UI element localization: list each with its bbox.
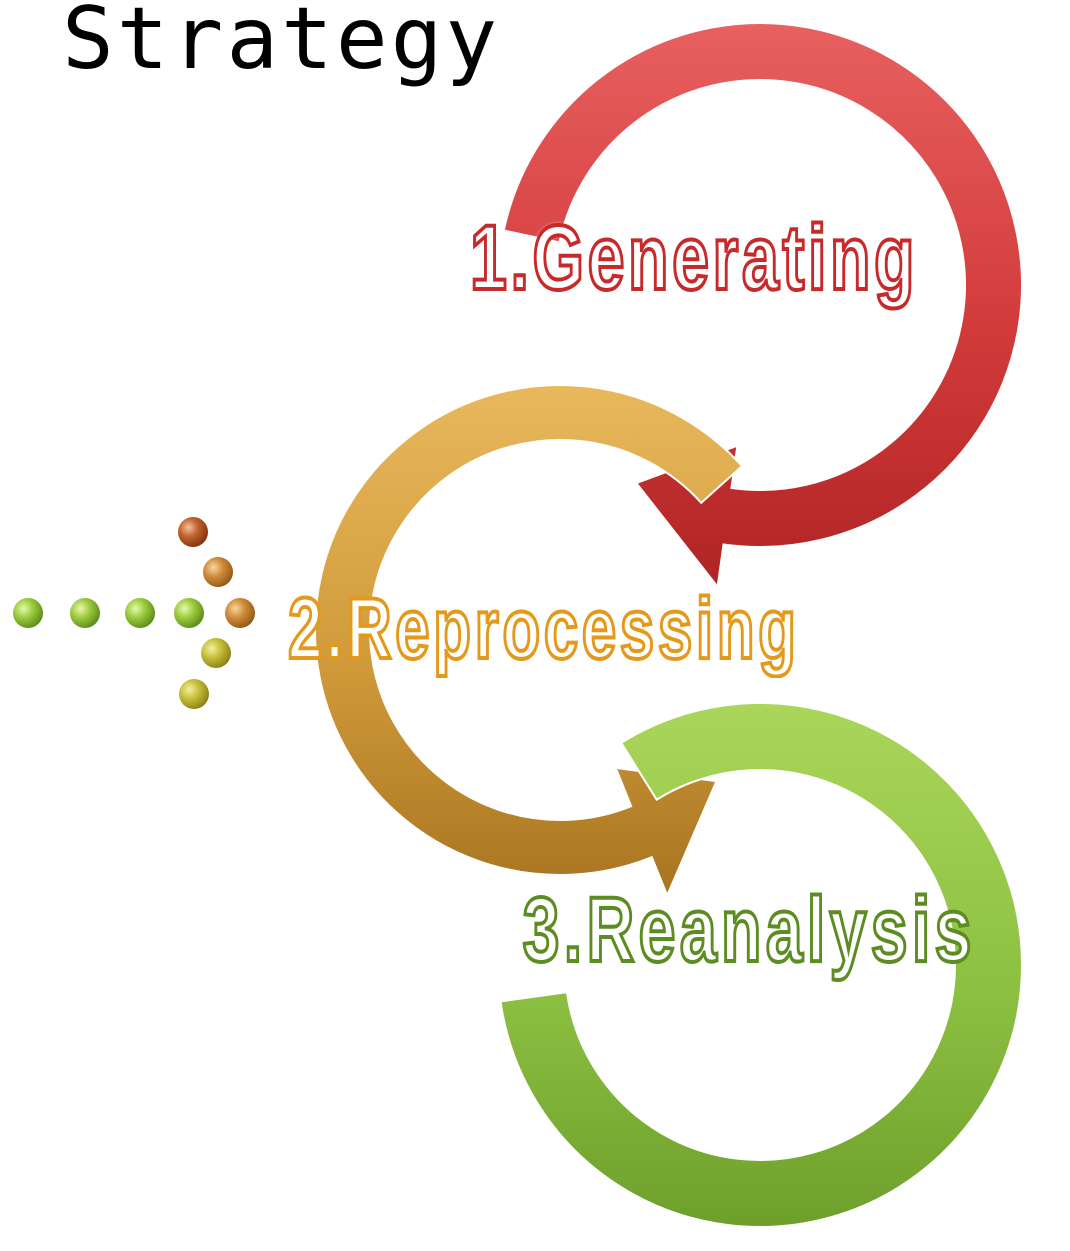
pointer-dot [174,598,204,628]
pointer-dot [13,598,43,628]
pointer-dot [70,598,100,628]
step-2-loop-arrow [314,384,744,899]
step-3-loop-ring [499,702,1023,1228]
step-2-label: 2.Reprocessing [287,581,800,677]
pointer-dot [179,679,209,709]
pointer-dot [203,557,233,587]
pointer-dot [201,638,231,668]
page-title: Strategy [62,0,501,89]
pointer-dot [178,517,208,547]
pointer-dots [13,517,255,709]
pointer-dot [125,598,155,628]
step-1-loop-arrow [502,22,1023,590]
step-1-label: 1.Generating [469,207,919,309]
step-3-label: 3.Reanalysis [521,879,976,981]
pointer-dot [225,598,255,628]
